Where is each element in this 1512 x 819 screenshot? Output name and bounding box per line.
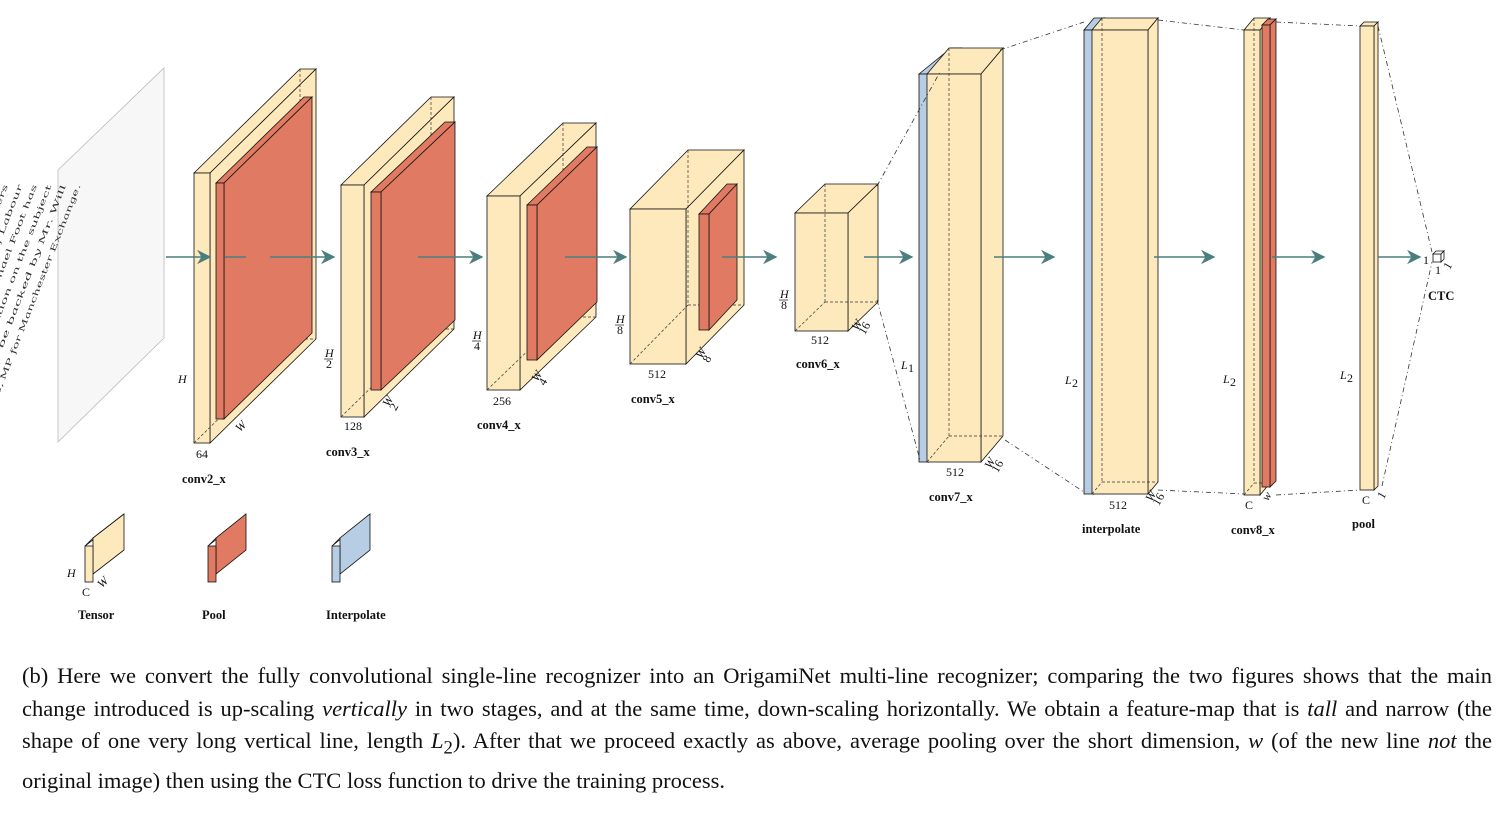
projection-lines: [876, 19, 1433, 496]
figure-caption: (b) Here we convert the fully convolutio…: [22, 660, 1492, 798]
pool-tensor-block: [1359, 21, 1379, 491]
conv2-pool-block: [215, 96, 313, 420]
pool-channels-label: C: [1362, 493, 1370, 507]
ctc-label: CTC: [1428, 289, 1454, 303]
conv5-channels-label: 512: [648, 367, 666, 381]
conv3-name-label: conv3_x: [326, 445, 371, 459]
conv3-height-label: H 2: [324, 346, 335, 371]
legend-tensor-c: C: [82, 585, 90, 599]
legend-tensor-w: W: [94, 573, 112, 591]
ctc-dim-c: 1: [1440, 260, 1455, 272]
conv6-tensor-block: [794, 183, 879, 332]
conv2-width-label: W: [232, 417, 250, 435]
conv2-height-label: H: [177, 372, 188, 386]
svg-text:L: L: [1222, 372, 1230, 386]
conv7-channels-label: 512: [946, 465, 964, 479]
pool-name-label: pool: [1352, 517, 1375, 531]
conv8-channels-label: C: [1245, 498, 1253, 512]
pool-height-label: L 2: [1339, 368, 1353, 385]
pool-width-label: 1: [1374, 489, 1389, 501]
caption-part-6: the original image) then using the CTC l…: [22, 728, 1493, 793]
svg-text:4: 4: [474, 339, 480, 353]
legend-interpolate: Interpolate: [326, 513, 386, 622]
interpolate-height-label: L 2: [1064, 373, 1078, 390]
svg-text:2: 2: [1347, 371, 1353, 385]
legend-tensor-h: H: [66, 566, 77, 580]
conv7-name-label: conv7_x: [929, 490, 974, 504]
conv6-height-label: H 8: [779, 287, 790, 312]
interpolate-width-label: W 16: [1142, 487, 1167, 508]
conv3-pool-block: [369, 121, 457, 391]
svg-text:8: 8: [781, 298, 787, 312]
caption-part-1: (b) Here we convert the fully convolutio…: [22, 663, 1492, 721]
svg-text:2: 2: [1230, 375, 1236, 389]
ctc-cube: [1432, 250, 1445, 263]
legend-tensor-label: Tensor: [78, 608, 115, 622]
legend-pool-label: Pool: [202, 608, 226, 622]
conv5-width-label: W 8: [692, 344, 714, 365]
svg-text:H: H: [779, 287, 790, 301]
origaminet-diagram: I were to stop Mr. Gaitskell fromnominat…: [0, 16, 1455, 622]
legend-pool: Pool: [202, 513, 247, 622]
conv6-width-label: W 16: [848, 316, 873, 337]
caption-l2-subscript: 2: [443, 737, 453, 759]
interp-tensor-block: [1091, 16, 1159, 496]
caption-emph-vertically: vertically: [322, 695, 408, 721]
conv8-name-label: conv8_x: [1231, 523, 1276, 537]
caption-l2-symbol: L: [431, 728, 444, 753]
caption-part-4: ). After that we proceed exactly as abov…: [452, 728, 1249, 753]
legend: H C W Tensor Pool Interpolate: [66, 513, 386, 622]
conv2-name-label: conv2_x: [182, 472, 227, 486]
conv6-channels-label: 512: [811, 333, 829, 347]
conv4-name-label: conv4_x: [477, 418, 522, 432]
conv5-name-label: conv5_x: [631, 392, 676, 406]
conv8-pool-block: [1261, 18, 1277, 488]
svg-text:H: H: [615, 312, 626, 326]
caption-emph-w: w: [1248, 728, 1264, 753]
svg-text:2: 2: [1072, 376, 1078, 390]
svg-text:2: 2: [326, 357, 332, 371]
interpolate-channels-label: 512: [1109, 498, 1127, 512]
caption-part-3: and narrow (the shape of one very long v…: [22, 695, 1492, 754]
conv4-height-label: H 4: [472, 328, 483, 353]
conv7-width-label: W 16: [981, 454, 1006, 475]
svg-text:H: H: [324, 346, 335, 360]
legend-interpolate-label: Interpolate: [326, 608, 386, 622]
conv6-name-label: conv6_x: [796, 357, 841, 371]
interpolate-name-label: interpolate: [1082, 522, 1141, 536]
svg-text:H: H: [472, 328, 483, 342]
svg-text:1: 1: [908, 361, 914, 375]
conv3-width-label: W 2: [379, 392, 401, 413]
conv8-width-label: w: [1258, 489, 1274, 503]
ctc-dim-b: 1: [1435, 263, 1441, 277]
conv3-channels-label: 128: [344, 419, 362, 433]
caption-emph-tall: tall: [1307, 695, 1338, 721]
caption-emph-not: not: [1427, 728, 1457, 753]
conv4-channels-label: 256: [493, 394, 511, 408]
conv5-height-label: H 8: [615, 312, 626, 337]
conv4-pool-block: [526, 146, 598, 361]
svg-text:L: L: [1064, 373, 1072, 387]
ctc-dim-a: 1: [1423, 253, 1429, 267]
svg-text:L: L: [1339, 368, 1347, 382]
legend-tensor: H C W Tensor: [66, 513, 125, 622]
svg-text:8: 8: [617, 323, 623, 337]
conv2-channels-label: 64: [196, 447, 208, 461]
caption-part-5: (of the new line: [1263, 728, 1428, 753]
svg-text:L: L: [900, 358, 908, 372]
conv8-height-label: L 2: [1222, 372, 1236, 389]
conv7-height-label: L 1: [900, 358, 914, 375]
input-handwriting-image: I were to stop Mr. Gaitskell fromnominat…: [0, 67, 165, 443]
conv7-tensor-block: [926, 46, 1004, 464]
caption-part-2: in two stages, and at the same time, dow…: [407, 695, 1308, 721]
